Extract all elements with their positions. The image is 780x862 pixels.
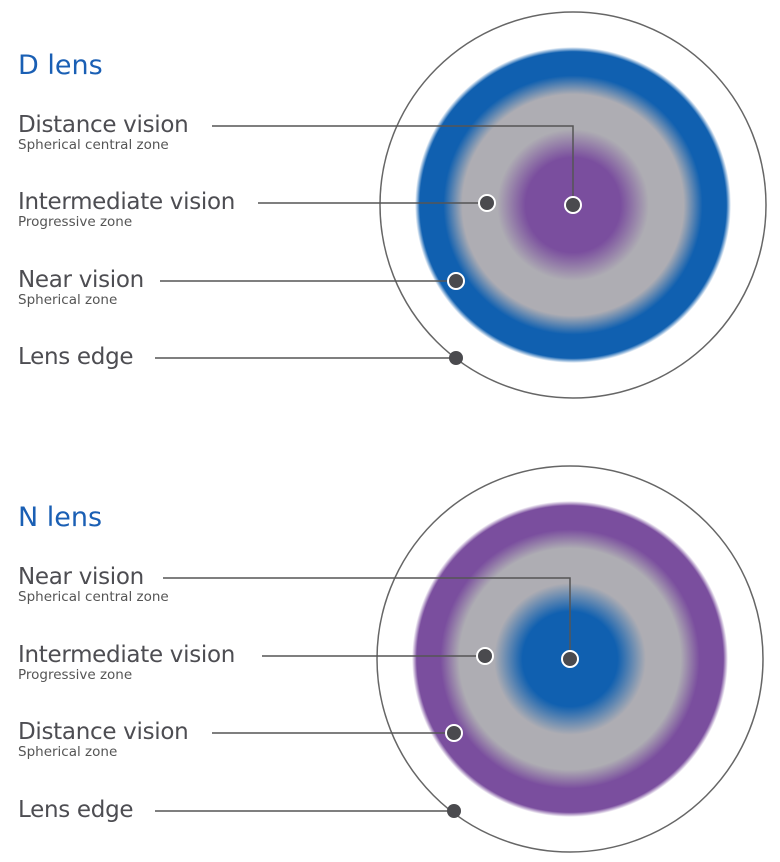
label-main: Near vision — [18, 267, 144, 293]
label-sub: Progressive zone — [18, 214, 133, 230]
label-sub: Spherical central zone — [18, 589, 169, 605]
label-sub: Spherical central zone — [18, 137, 169, 153]
label-main: Near vision — [18, 564, 144, 590]
label-main: Distance vision — [18, 719, 189, 745]
d-lens-diagram — [155, 11, 767, 399]
d-label-edge: Lens edge — [18, 344, 134, 370]
label-sub: Spherical zone — [18, 292, 118, 308]
marker-dots — [447, 194, 582, 365]
leader-lines — [155, 577, 571, 812]
label-main: Lens edge — [18, 344, 134, 370]
marker-dots — [445, 647, 579, 818]
label-main: Intermediate vision — [18, 189, 236, 215]
leader-lines — [155, 125, 574, 359]
n-lens-diagram — [155, 465, 764, 853]
n-label-edge: Lens edge — [18, 797, 134, 823]
label-sub: Progressive zone — [18, 667, 133, 683]
label-main: Distance vision — [18, 112, 189, 138]
n-lens-title: N lens — [18, 502, 103, 533]
label-sub: Spherical zone — [18, 744, 118, 760]
d-lens-title: D lens — [18, 50, 103, 81]
label-main: Intermediate vision — [18, 642, 236, 668]
label-main: Lens edge — [18, 797, 134, 823]
